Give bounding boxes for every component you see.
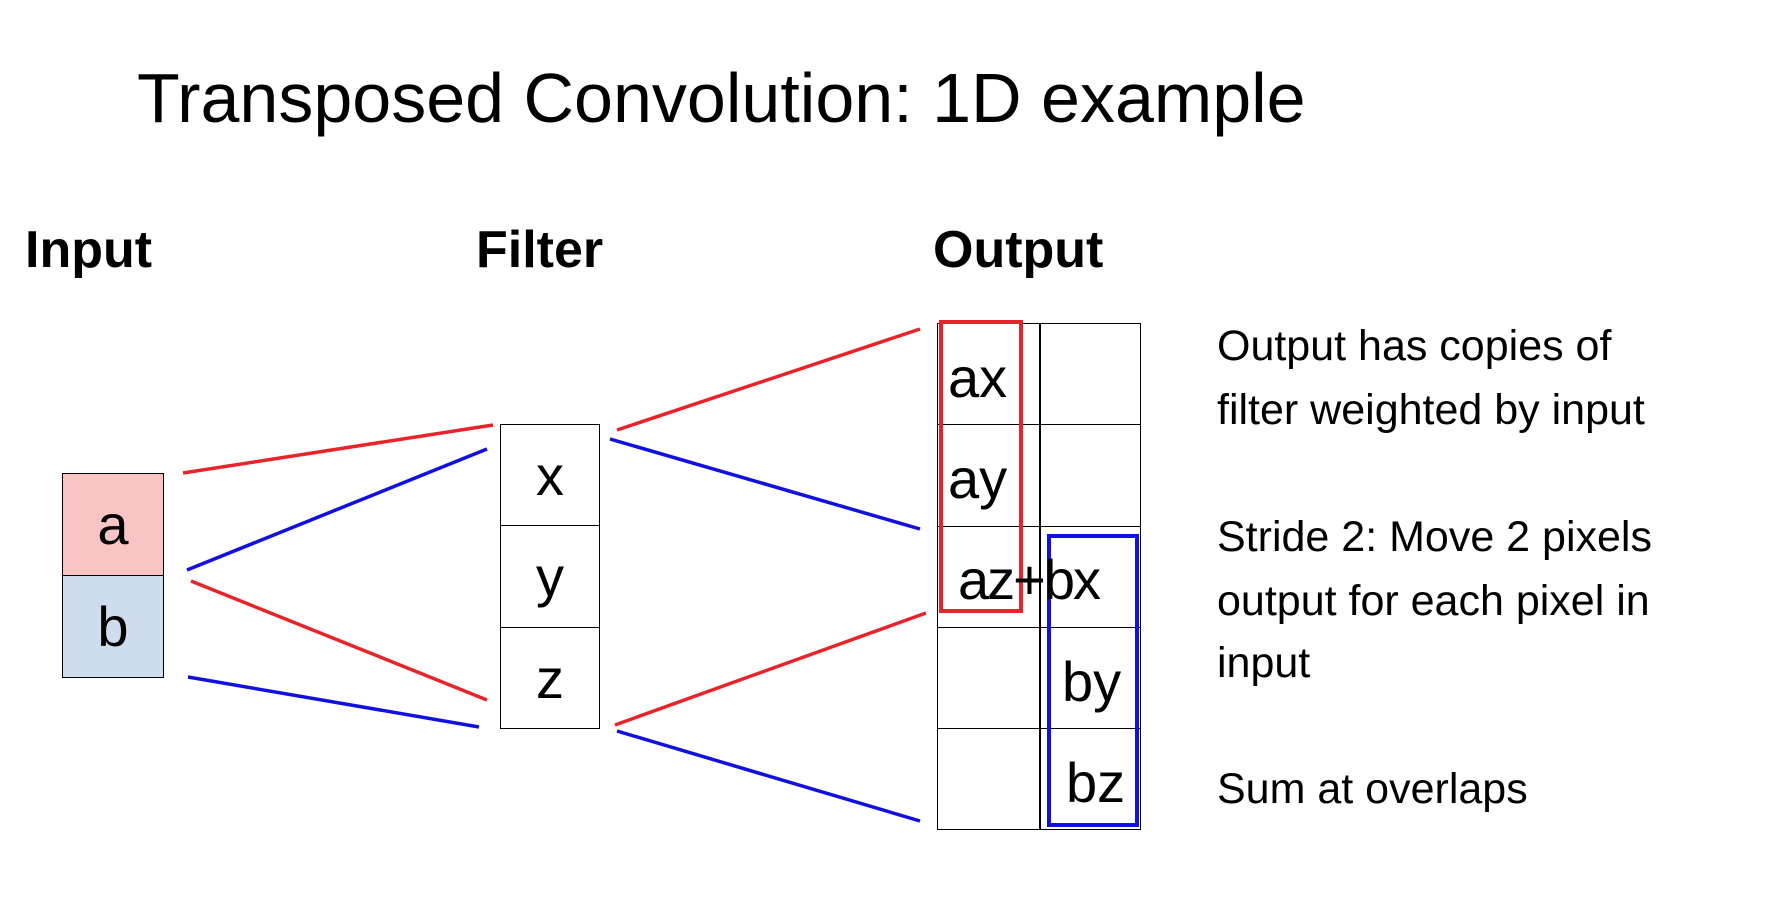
line-b-x <box>186 447 488 572</box>
output-value-ay: ay <box>948 447 1008 510</box>
note-line-6: Sum at overlaps <box>1217 765 1528 813</box>
red-filter-copy-box <box>939 320 1023 613</box>
filter-heading: Filter <box>476 221 604 279</box>
filter-cell-x: x <box>500 424 600 526</box>
output-heading: Output <box>933 221 1104 279</box>
blue-filter-copy-box <box>1047 534 1139 827</box>
note-line-2: filter weighted by input <box>1217 386 1645 434</box>
output-value-bz: bz <box>1066 751 1126 814</box>
filter-cell-z: z <box>500 627 600 729</box>
output-column-divider <box>1039 323 1041 830</box>
note-line-3: Stride 2: Move 2 pixels <box>1217 513 1652 561</box>
input-cell-b: b <box>62 575 164 678</box>
note-line-1: Output has copies of <box>1217 322 1612 370</box>
line-z-az <box>614 611 927 727</box>
note-line-5: input <box>1217 639 1311 687</box>
output-value-az-bx: az+bx <box>958 548 1101 611</box>
line-a-z <box>190 579 488 702</box>
output-value-by: by <box>1062 650 1122 713</box>
input-heading: Input <box>25 221 153 279</box>
note-line-4: output for each pixel in <box>1217 577 1650 625</box>
line-x-bx <box>609 437 921 531</box>
filter-cell-y: y <box>500 525 600 628</box>
output-value-ax: ax <box>948 346 1008 409</box>
slide-title: Transposed Convolution: 1D example <box>137 59 1306 137</box>
input-cell-a: a <box>62 473 164 576</box>
line-x-ax <box>616 327 921 432</box>
line-a-x <box>182 423 494 475</box>
line-z-bz <box>616 729 921 823</box>
line-b-z <box>187 675 480 729</box>
